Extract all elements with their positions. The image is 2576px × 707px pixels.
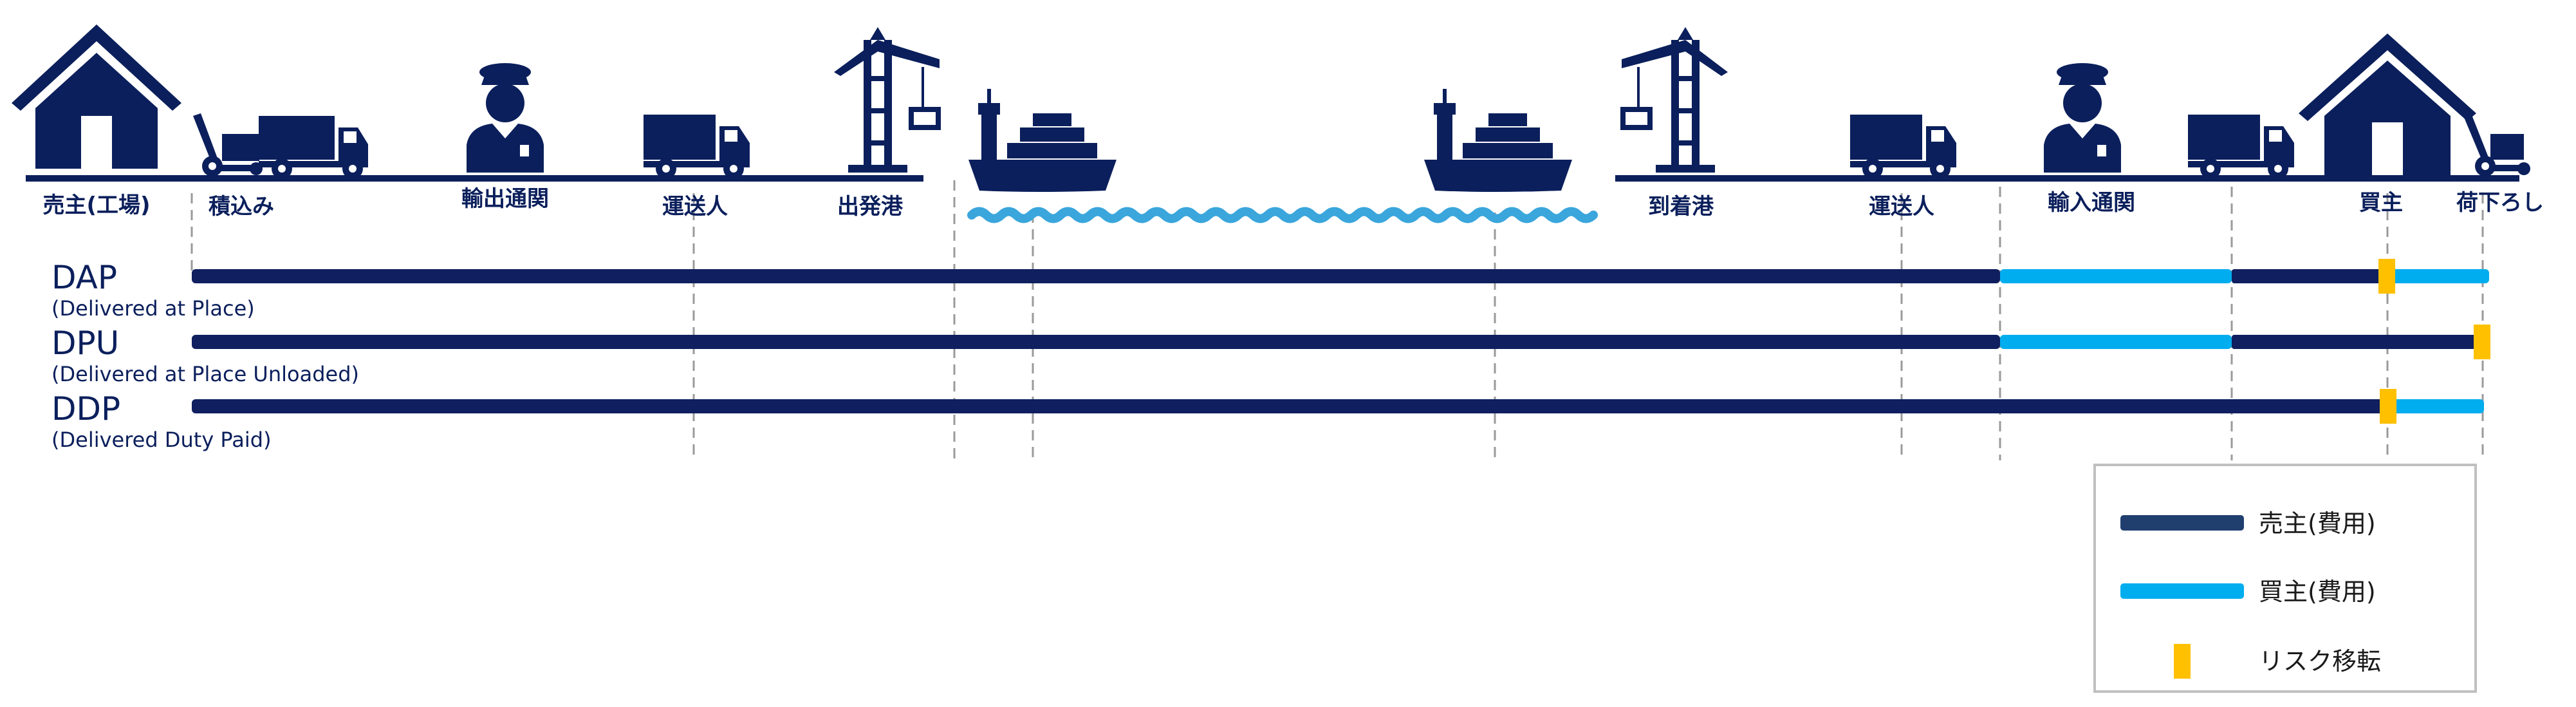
dap-buyer-bar-2 (2387, 269, 2489, 283)
stage-label-loading: 積込み (208, 194, 274, 220)
dpu-buyer-bar-1 (2000, 335, 2232, 349)
dpu-seller-bar-2 (2232, 335, 2481, 349)
term-full-dap: (Delivered at Place) (51, 296, 255, 321)
stage-label-unloading: 荷下ろし (2456, 190, 2544, 216)
truck-icon (1850, 115, 1956, 179)
term-code-dpu: DPU (51, 325, 119, 362)
stage-label-seller: 売主(工場) (42, 193, 150, 218)
ddp-bars (192, 389, 2484, 424)
stage-divider-lines (190, 180, 2484, 460)
cargo-ship-icon (1424, 89, 1572, 192)
truck-icon (2188, 115, 2294, 179)
warehouse-icon (12, 24, 181, 169)
legend-label-buyer: 買主(費用) (2259, 578, 2376, 606)
dpu-bars (192, 325, 2490, 359)
dap-seller-bar-1 (192, 269, 2000, 283)
stage-label-arrival-port: 到着港 (1648, 194, 1714, 220)
ground-line-import (1615, 175, 2519, 182)
term-code-ddp: DDP (51, 390, 120, 428)
legend-swatch-seller (2120, 515, 2244, 531)
dpu-seller-bar-1 (192, 335, 2000, 349)
legend-label-risk: リスク移転 (2259, 647, 2381, 675)
truck-icon (644, 115, 750, 179)
forklift-icon (2463, 113, 2530, 176)
legend-swatch-buyer (2120, 583, 2244, 599)
stage-label-import-clearance: 輸入通関 (2048, 190, 2135, 216)
customs-officer-icon (2044, 63, 2121, 173)
dap-risk-transfer-mark (2378, 259, 2395, 294)
stage-label-departure-port: 出発港 (837, 194, 903, 220)
ground-line-export (26, 175, 923, 182)
wave-icon (967, 207, 1598, 223)
stage-label-carrier1: 運送人 (662, 194, 728, 220)
ddp-seller-bar-1 (192, 399, 2387, 413)
crane-icon (1620, 27, 1728, 173)
customs-officer-icon (467, 63, 544, 173)
ground-lines (26, 175, 2519, 182)
crane-icon (834, 27, 941, 173)
ddp-risk-transfer-mark (2380, 389, 2396, 424)
term-full-ddp: (Delivered Duty Paid) (51, 428, 272, 452)
stage-label-carrier2: 運送人 (1869, 194, 1934, 220)
ddp-buyer-bar-1 (2387, 399, 2484, 413)
stage-label-buyer: 買主 (2359, 190, 2403, 216)
legend-swatch-risk (2174, 644, 2191, 679)
stage-label-export-clearance: 輸出通関 (461, 186, 549, 212)
truck-icon (259, 116, 368, 179)
dap-seller-bar-2 (2232, 269, 2387, 283)
term-full-dpu: (Delivered at Place Unloaded) (51, 362, 359, 386)
legend-label-seller: 売主(費用) (2259, 509, 2376, 538)
legend-box (2093, 464, 2477, 693)
term-code-dap: DAP (51, 259, 117, 296)
dap-buyer-bar-1 (2000, 269, 2232, 283)
dap-bars (192, 259, 2489, 294)
cargo-ship-icon (968, 89, 1117, 192)
dpu-risk-transfer-mark (2474, 325, 2490, 359)
legend: 売主(費用) 買主(費用) リスク移転 (2093, 464, 2477, 693)
forklift-icon (193, 113, 263, 176)
warehouse-icon (2299, 33, 2476, 175)
